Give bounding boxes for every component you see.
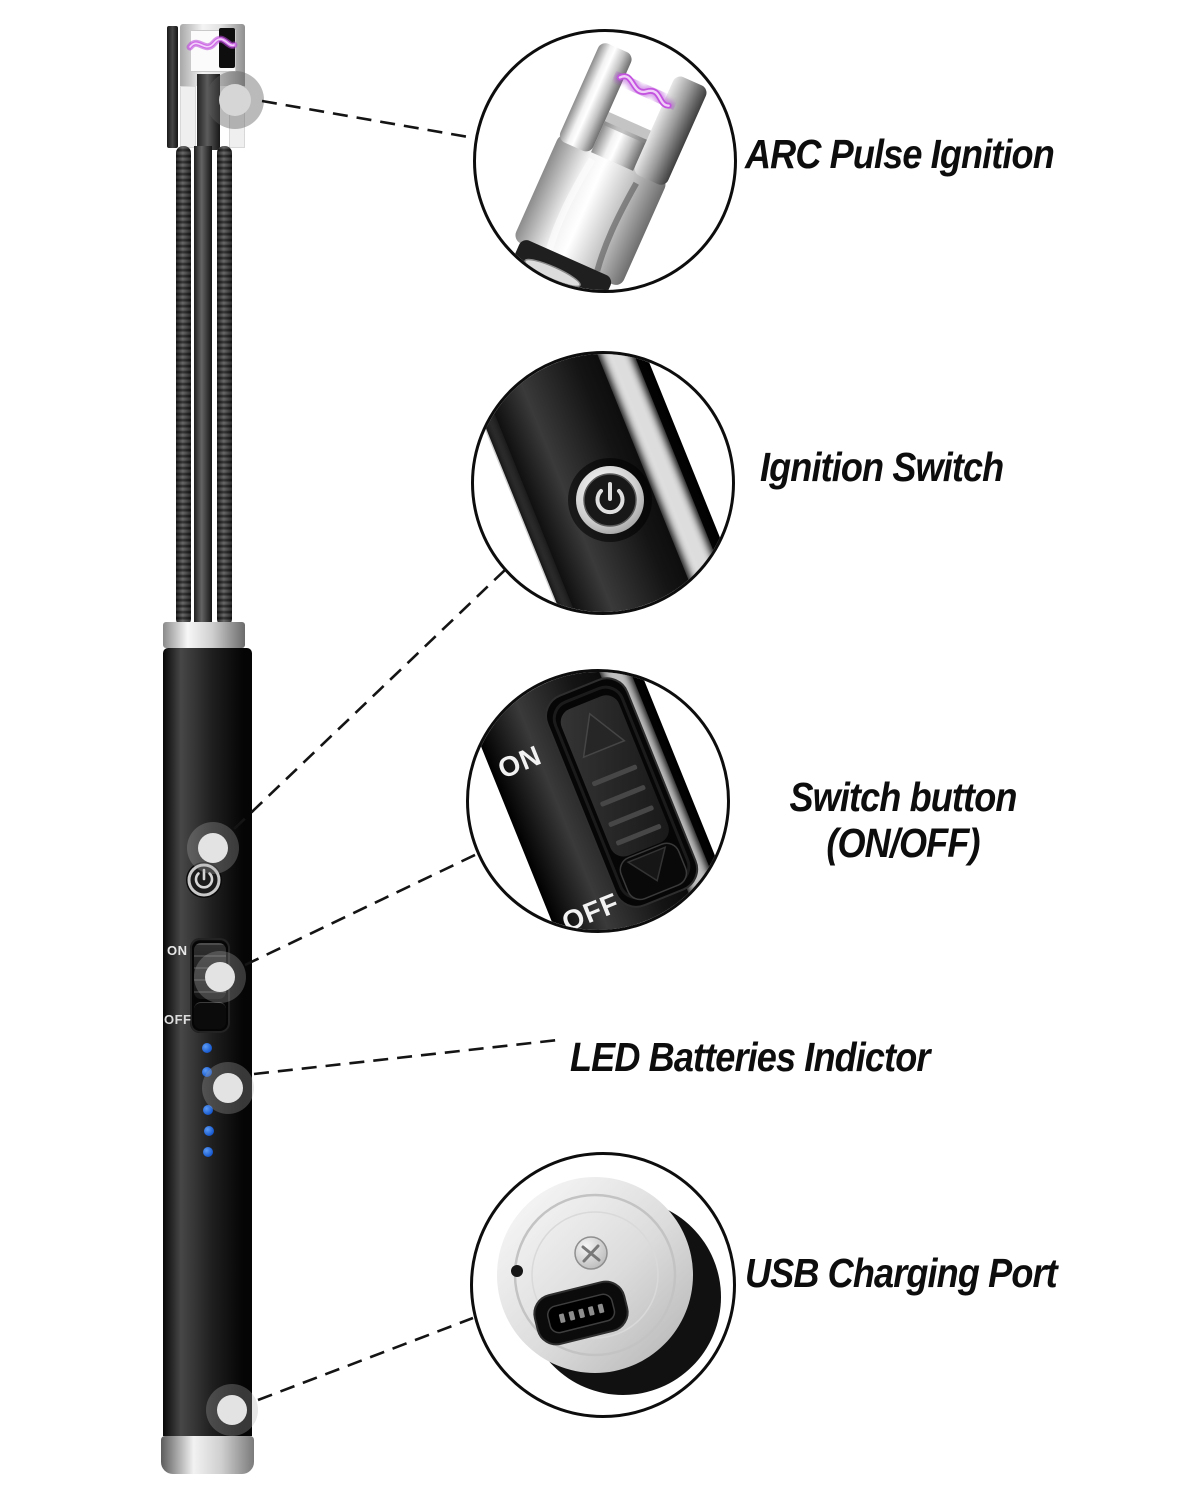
power-icon	[595, 482, 625, 515]
switch-button-label-line1: Switch button	[789, 774, 1017, 820]
usb-port-label: USB Charging Port	[745, 1250, 1058, 1296]
body-on-label: ON	[167, 943, 188, 958]
neck-collar-chrome	[163, 622, 245, 648]
marker-on-off-switch	[194, 951, 246, 1003]
usb-port-icon	[533, 1280, 629, 1346]
tip-side-electrode-bar	[167, 26, 178, 148]
callout-arc-ignition	[473, 29, 737, 293]
marker-led-indicator	[202, 1062, 254, 1114]
marker-usb-port	[206, 1384, 258, 1436]
tip-left-strip	[180, 86, 196, 148]
power-button-zoom	[568, 458, 652, 542]
usb-port-zoom-illustration	[497, 1177, 721, 1395]
switch-knob	[194, 1002, 226, 1029]
tip-center-rod	[197, 74, 220, 150]
arc-tip-zoom-illustration	[508, 43, 707, 290]
led-dot-4	[204, 1126, 214, 1136]
power-icon	[194, 868, 214, 889]
switch-button-label: Switch button (ON/OFF)	[758, 774, 1048, 866]
callout-usb-port	[470, 1152, 736, 1418]
marker-arc-tip	[206, 71, 264, 129]
led-dot-1	[202, 1043, 212, 1053]
arc-ignition-label: ARC Pulse Ignition	[745, 131, 1055, 177]
lighter-body	[163, 648, 252, 1436]
neck-coil-left	[176, 146, 191, 626]
ignition-switch-label: Ignition Switch	[760, 444, 1004, 490]
callout-switch-button: ON OFF	[466, 669, 730, 933]
callout-ignition-switch	[471, 351, 735, 615]
base-cap-chrome	[161, 1436, 254, 1474]
led-dot-2	[202, 1067, 212, 1077]
screw-icon	[574, 1236, 608, 1270]
neck-coil-right	[217, 146, 232, 626]
neck-center-rod	[194, 146, 212, 626]
slide-switch-zoom	[544, 677, 699, 908]
ignition-switch-zoom-illustration	[474, 354, 732, 612]
arc-spark-zoom-icon	[613, 70, 675, 112]
base-disc	[497, 1177, 693, 1373]
body-off-label: OFF	[164, 1012, 192, 1027]
led-dot-3	[203, 1105, 213, 1115]
switch-button-zoom-illustration: ON OFF	[469, 672, 727, 930]
pin-hole	[511, 1265, 523, 1277]
marker-ignition-switch	[187, 822, 239, 874]
led-indicator-label: LED Batteries Indictor	[570, 1034, 930, 1080]
power-button[interactable]	[184, 860, 224, 900]
switch-button-label-line2: (ON/OFF)	[826, 820, 980, 866]
arc-spark-icon	[186, 35, 238, 51]
led-dot-5	[203, 1147, 213, 1157]
